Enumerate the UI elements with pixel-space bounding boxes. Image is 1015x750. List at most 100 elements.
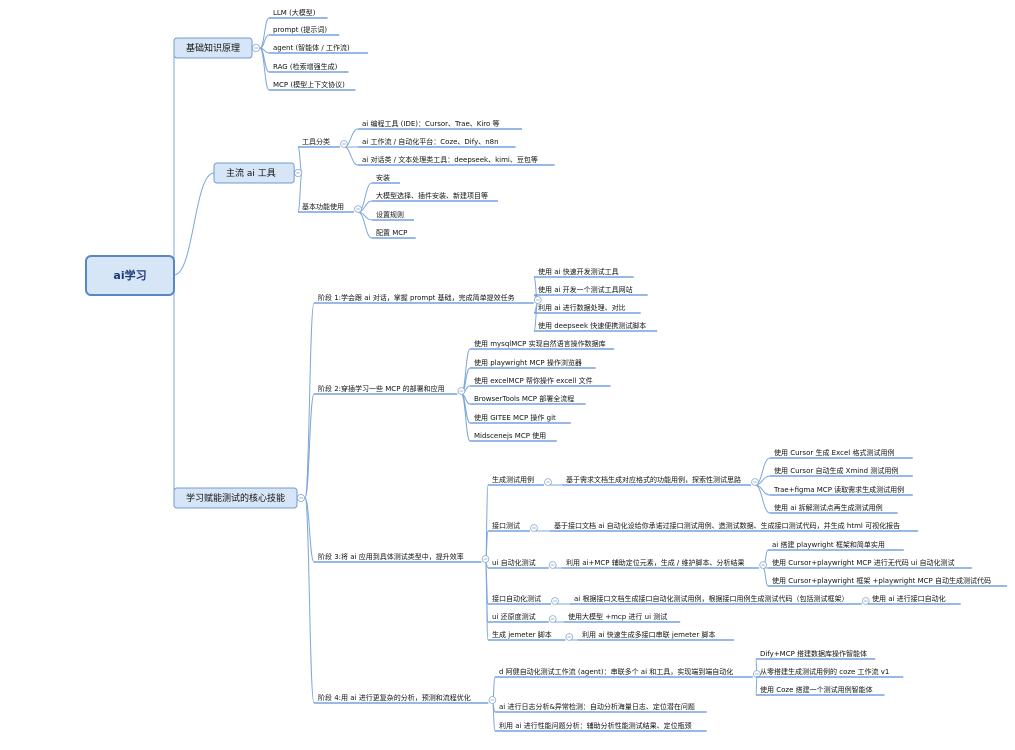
topic-node[interactable]: 接口测试 bbox=[488, 521, 538, 532]
collapse-toggle-icon[interactable] bbox=[488, 696, 497, 704]
topic-node[interactable]: ui 还原度测试 bbox=[488, 612, 557, 623]
topic-node[interactable]: 阶段 4:用 ai 进行更复杂的分析，预测和流程优化 bbox=[314, 693, 497, 704]
topic-node[interactable]: 使用 deepseek 快速便携测试脚本 bbox=[534, 321, 658, 332]
collapse-toggle-icon[interactable] bbox=[548, 615, 557, 623]
topic-label: prompt (提示词) bbox=[273, 25, 327, 34]
topic-node[interactable]: MCP (模型上下文协议) bbox=[269, 80, 356, 91]
topic-node[interactable]: 利用 ai 快速生成多接口串联 jemeter 脚本 bbox=[578, 630, 734, 641]
topic-node[interactable]: Trae+figma MCP 读取需求生成测试用例 bbox=[770, 485, 913, 496]
collapse-toggle-icon[interactable] bbox=[481, 555, 490, 563]
topic-label: 基本功能使用 bbox=[302, 202, 344, 211]
topic-node[interactable]: 基本功能使用 bbox=[298, 202, 362, 213]
collapse-toggle-icon[interactable] bbox=[551, 597, 559, 605]
collapse-toggle-icon[interactable] bbox=[533, 296, 542, 304]
topic-node[interactable]: ai 搭建 playwright 框架和简单实用 bbox=[768, 540, 904, 551]
collapse-toggle-icon[interactable] bbox=[251, 44, 260, 53]
branch-node[interactable]: 学习赋能测试的核心技能 bbox=[173, 487, 305, 509]
topic-node[interactable]: d 阿健自动化测试工作流 (agent)：串联多个 ai 和工具，实现端到端自动… bbox=[495, 667, 761, 678]
collapse-toggle-icon[interactable] bbox=[354, 205, 362, 213]
collapse-toggle-icon[interactable] bbox=[565, 633, 574, 641]
connector bbox=[484, 561, 489, 641]
topic-label: LLM (大模型) bbox=[273, 8, 316, 17]
topic-node[interactable]: Midscenejs MCP 使用 bbox=[470, 431, 557, 442]
topic-node[interactable]: 使用 Coze 搭建一个测试用例智能体 bbox=[756, 685, 885, 696]
topic-label: 基于需求文档生成对应格式的功能用例，探索性测试思路 bbox=[566, 475, 741, 484]
topic-node[interactable]: 基于接口文档 ai 自动化设给你承诺过接口测试用例、造测试数据、生成接口测试代码… bbox=[550, 521, 919, 532]
topic-node[interactable]: 使用 ai 开发一个测试工具网站 bbox=[534, 285, 648, 296]
topic-label: 利用 ai 快速生成多接口串联 jemeter 脚本 bbox=[582, 630, 715, 639]
topic-label: 使用 deepseek 快速便携测试脚本 bbox=[538, 321, 646, 330]
topic-node[interactable]: agent (智能体 / 工作流) bbox=[269, 43, 369, 54]
collapse-toggle-icon[interactable] bbox=[861, 597, 870, 605]
topic-node[interactable]: 阶段 1:学会跟 ai 对话，掌握 prompt 基础，完成简单提效任务 bbox=[314, 293, 542, 304]
topic-node[interactable]: Dify+MCP 搭建数据库操作智能体 bbox=[756, 649, 876, 660]
topic-node[interactable]: 生成 jemeter 脚本 bbox=[488, 630, 574, 641]
collapse-toggle-icon[interactable] bbox=[544, 478, 552, 486]
topic-node[interactable]: 使用 ai 进行接口自动化 bbox=[868, 594, 961, 605]
topic-label: RAG (检索增强生成) bbox=[273, 62, 338, 71]
collapse-toggle-icon[interactable] bbox=[294, 168, 303, 177]
topic-node[interactable]: 利用 ai+MCP 辅助定位元素，生成 / 维护脚本、分析结果 bbox=[562, 558, 767, 569]
topic-label: 设置规则 bbox=[376, 210, 404, 219]
topic-node[interactable]: 阶段 3:将 ai 应用到具体测试类型中，提升效率 bbox=[314, 552, 490, 563]
collapse-toggle-icon[interactable] bbox=[457, 387, 466, 395]
topic-node[interactable]: 使用 ai 拆解测试点再生成测试用例 bbox=[770, 503, 898, 514]
topic-node[interactable]: 使用 Cursor 生成 Excel 格式测试用例 bbox=[770, 448, 913, 459]
topic-node[interactable]: 使用 Cursor 自动生成 Xmind 测试用例 bbox=[770, 466, 913, 477]
topic-node[interactable]: ai 编程工具 (IDE)：Cursor、Trae、Kiro 等 bbox=[358, 119, 523, 130]
topic-node[interactable]: ai 根据接口文档生成接口自动化测试用例，根据接口用例生成测试代码（包括测试框架… bbox=[570, 594, 870, 605]
topic-node[interactable]: 阶段 2:穿插学习一些 MCP 的部署和应用 bbox=[314, 384, 466, 395]
collapse-toggle-icon[interactable] bbox=[548, 561, 557, 569]
topic-node[interactable]: 配置 MCP bbox=[372, 229, 416, 239]
topic-label: 使用 ai 进行接口自动化 bbox=[872, 594, 946, 603]
topic-label: d 阿健自动化测试工作流 (agent)：串联多个 ai 和工具，实现端到端自动… bbox=[499, 667, 733, 676]
topic-label: 阶段 2:穿插学习一些 MCP 的部署和应用 bbox=[318, 384, 445, 393]
topic-node[interactable]: 大模型选择、插件安装、新建项目等 bbox=[372, 191, 498, 202]
topic-node[interactable]: 使用 excelMCP 帮你操作 excell 文件 bbox=[470, 376, 611, 387]
topic-node[interactable]: 设置规则 bbox=[372, 210, 414, 221]
collapse-toggle-icon[interactable] bbox=[530, 524, 538, 532]
topic-node[interactable]: 使用 playwright MCP 操作浏览器 bbox=[470, 358, 596, 369]
topic-node[interactable]: ai 工作流 / 自动化平台：Coze、Dify、n8n bbox=[358, 137, 516, 148]
topic-node[interactable]: 使用 ai 快速开发测试工具 bbox=[534, 267, 634, 278]
topic-label: 配置 MCP bbox=[376, 229, 407, 237]
topic-node[interactable]: 使用大模型 +mcp 进行 ui 测试 bbox=[564, 612, 681, 623]
collapse-toggle-icon[interactable] bbox=[340, 140, 348, 148]
topic-node[interactable]: 从零搭建生成测试用例的 coze 工作流 v1 bbox=[756, 667, 904, 678]
topic-node[interactable]: 基于需求文档生成对应格式的功能用例，探索性测试思路 bbox=[562, 475, 759, 486]
topic-label: ai 工作流 / 自动化平台：Coze、Dify、n8n bbox=[362, 137, 499, 146]
topic-label: ai 编程工具 (IDE)：Cursor、Trae、Kiro 等 bbox=[362, 119, 500, 128]
root-node[interactable]: ai学习 bbox=[85, 255, 175, 296]
topic-node[interactable]: 使用 mysqlMCP 实现自然语言操作数据库 bbox=[470, 339, 615, 350]
topic-node[interactable]: 工具分类 bbox=[298, 137, 348, 148]
topic-node[interactable]: ai 进行日志分析&异常检测：自动分析海量日志、定位潜在问题 bbox=[495, 702, 707, 713]
topic-node[interactable]: 利用 ai 进行数据处理、对比 bbox=[534, 303, 641, 314]
topic-label: ai 根据接口文档生成接口自动化测试用例，根据接口用例生成测试代码（包括测试框架… bbox=[574, 594, 848, 603]
topic-label: 接口自动化测试 bbox=[492, 594, 541, 603]
branch-node[interactable]: 基础知识原理 bbox=[173, 37, 260, 59]
topic-label: ai 搭建 playwright 框架和简单实用 bbox=[772, 540, 885, 549]
branch-node[interactable]: 主流 ai 工具 bbox=[213, 162, 303, 184]
connector bbox=[460, 393, 471, 442]
topic-node[interactable]: 使用 Cursor+playwright MCP 进行无代码 ui 自动化测试 bbox=[768, 558, 972, 569]
topic-node[interactable]: ai 对话类 / 文本处理类工具：deepseek、kimi、豆包等 bbox=[358, 155, 555, 166]
topic-node[interactable]: 使用 Cursor+playwright 框架 +playwright MCP … bbox=[768, 576, 1008, 587]
topic-node[interactable]: LLM (大模型) bbox=[269, 8, 328, 19]
topic-node[interactable]: 利用 ai 进行性能问题分析：辅助分析性能测试结果、定位瓶颈 bbox=[495, 721, 707, 732]
topic-node[interactable]: RAG (检索增强生成) bbox=[269, 62, 349, 73]
topic-label: 使用大模型 +mcp 进行 ui 测试 bbox=[568, 612, 667, 621]
topic-node[interactable]: 安装 bbox=[372, 173, 400, 184]
collapse-toggle-icon[interactable] bbox=[296, 493, 305, 502]
collapse-toggle-icon[interactable] bbox=[751, 478, 759, 486]
topic-node[interactable]: 使用 GITEE MCP 操作 git bbox=[470, 413, 571, 424]
topic-node[interactable]: BrowserTools MCP 部署全流程 bbox=[470, 394, 586, 405]
topic-node[interactable]: 接口自动化测试 bbox=[488, 594, 559, 605]
connector-lines bbox=[173, 17, 868, 732]
collapse-toggle-icon[interactable] bbox=[759, 561, 767, 569]
topic-node[interactable]: 生成测试用例 bbox=[488, 475, 552, 486]
topic-node[interactable]: prompt (提示词) bbox=[269, 25, 340, 36]
collapse-toggle-icon[interactable] bbox=[753, 670, 761, 678]
topic-node[interactable]: ui 自动化测试 bbox=[488, 558, 557, 569]
topic-label: 安装 bbox=[376, 173, 390, 182]
